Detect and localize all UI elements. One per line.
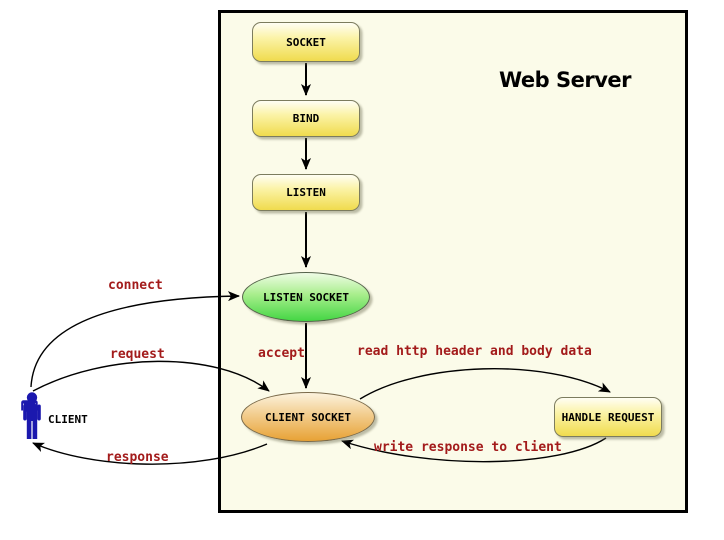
edge-label-accept: accept [258, 346, 305, 361]
node-listen-socket: LISTEN SOCKET [242, 272, 370, 322]
node-listen-socket-label: LISTEN SOCKET [262, 290, 350, 304]
diagram-title: Web Server [498, 68, 632, 92]
node-bind: BIND [252, 100, 360, 137]
node-listen-label: LISTEN [286, 186, 326, 199]
node-client-socket-label: CLIENT SOCKET [264, 410, 352, 424]
client-person-icon [21, 392, 41, 439]
node-socket-label: SOCKET [286, 35, 326, 49]
node-client-socket: CLIENT SOCKET [241, 392, 375, 442]
node-handle-request-label: HANDLE REQUEST [561, 410, 655, 424]
edge-label-connect: connect [108, 278, 163, 293]
node-listen: LISTEN [252, 174, 360, 211]
node-bind-label: BIND [292, 112, 320, 125]
node-socket: SOCKET [252, 22, 360, 62]
node-handle-request: HANDLE REQUEST [554, 397, 662, 437]
edge-label-read-request: read http header and body data [357, 344, 592, 359]
edge-label-write-response: write response to client [374, 440, 562, 455]
edge-label-response: response [106, 450, 169, 465]
edge-label-request: request [110, 347, 165, 362]
arrow-connect [30, 291, 240, 388]
client-actor-label: CLIENT [48, 413, 88, 426]
